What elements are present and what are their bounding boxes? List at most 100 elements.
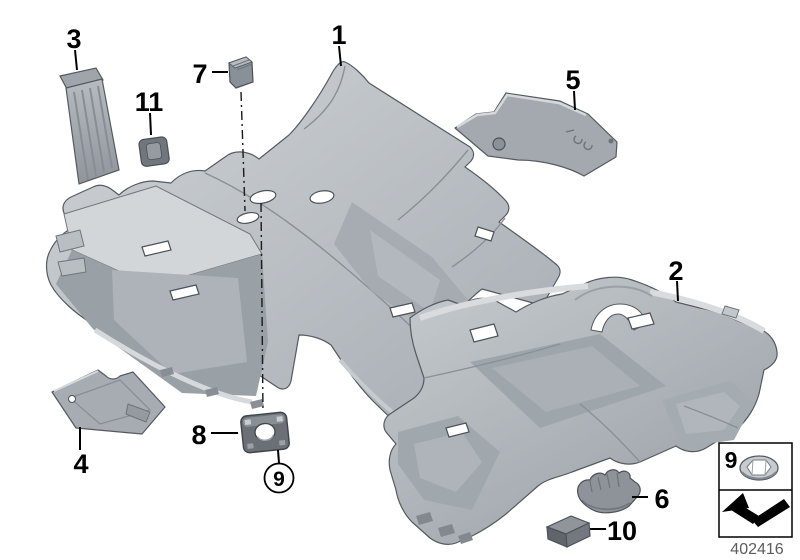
- part-2-ridge-highlight: [418, 283, 766, 334]
- callout-9-circle: [263, 462, 295, 494]
- washer-rim-shade: [741, 471, 777, 480]
- leader-1: [338, 45, 342, 67]
- callout-2[interactable]: 2: [668, 256, 683, 286]
- callout-4[interactable]: 4: [73, 449, 88, 479]
- part-3-footrest-pedal: [59, 67, 120, 185]
- part-5-emboss: [565, 129, 593, 151]
- part-1-clip-tower-b: [57, 257, 87, 277]
- part-3-ribs: [73, 85, 113, 181]
- part-6-bottom-shade: [581, 499, 631, 510]
- callout-7[interactable]: 7: [192, 59, 207, 89]
- part-5-insert-panel: [454, 92, 618, 177]
- part-2-tab: [721, 305, 740, 319]
- part-1-hole-c: [309, 190, 335, 204]
- part-5-hole: [492, 137, 506, 151]
- part-2-hole-b: [627, 312, 655, 330]
- part-2-crease: [423, 343, 739, 463]
- part-1-clip-nub-b: [205, 387, 219, 397]
- part-1-passenger-floor: [370, 230, 440, 312]
- part-7-bracket: [228, 56, 254, 89]
- callout-10[interactable]: 10: [607, 516, 637, 546]
- part-4-slot: [125, 403, 151, 423]
- part-6-body: [577, 469, 641, 514]
- part-8-grommet-plate: [240, 411, 290, 454]
- callout-3[interactable]: 3: [66, 24, 81, 54]
- part-1-clip-nub-a: [160, 367, 174, 377]
- part-1-slot-c: [474, 226, 495, 242]
- part-8-bevel: [242, 414, 285, 427]
- legend-ref-number: 9: [725, 447, 738, 473]
- part-1-clip-nub-c: [250, 399, 264, 409]
- legend-box: 9: [718, 442, 793, 538]
- part-10-side: [565, 522, 591, 548]
- part-2-clip-a: [416, 512, 433, 525]
- callout-5[interactable]: 5: [565, 65, 580, 95]
- leader-2: [676, 280, 679, 302]
- part-4-hole: [68, 395, 76, 403]
- part-4-top-highlight: [53, 370, 99, 392]
- leader-9: [277, 449, 280, 464]
- diagram-code: 402416: [730, 541, 783, 558]
- callout-labels: 1 2 3 4 5 6 7 8 10 11 9: [66, 20, 683, 546]
- part-1-clip-tower-a: [55, 229, 85, 253]
- washer-facets: [751, 459, 767, 476]
- part-8-notch-b: [276, 416, 283, 422]
- alignment-line-part8: [260, 202, 264, 413]
- part-2-slot-a: [445, 422, 470, 438]
- part-1-hole-a: [236, 212, 260, 224]
- callout-9-number: 9: [273, 468, 285, 491]
- callout-11[interactable]: 11: [135, 87, 164, 117]
- leader-3: [74, 49, 78, 71]
- part-1-hole-b: [249, 189, 277, 205]
- alignment-line-part7: [240, 91, 246, 212]
- part-10-foam-block: [545, 515, 591, 548]
- part-5-pin: [608, 138, 614, 144]
- part-11-clip: [138, 136, 170, 167]
- part-2-seat-pan-floor: [492, 346, 640, 412]
- callout-8[interactable]: 8: [191, 420, 206, 450]
- part-8-hole-shade: [256, 434, 275, 442]
- part-8-notch-c: [247, 443, 254, 449]
- part-4-body: [51, 369, 166, 435]
- alignment-lines: [240, 91, 264, 413]
- callout-1[interactable]: 1: [331, 20, 346, 50]
- part-2-hump-shade: [574, 285, 653, 301]
- callout-9-circled[interactable]: 9: [263, 462, 295, 494]
- part-6-foam-insert: [577, 469, 641, 514]
- callout-6[interactable]: 6: [654, 484, 669, 514]
- part-4-insert-panel: [51, 369, 166, 435]
- replacement-arrow-icon: [722, 493, 790, 527]
- part-8-notch-d: [278, 439, 286, 446]
- part-7-stripes: [232, 59, 253, 71]
- part-2-rear-floor-covering: [383, 276, 778, 545]
- part-11-face: [145, 142, 163, 161]
- part-1-slot-d: [389, 302, 416, 318]
- part-2-hole-a: [469, 323, 499, 343]
- part-1-crease: [204, 65, 506, 338]
- part-2-left-footwell-floor: [414, 432, 482, 492]
- part-1-slot-b: [169, 284, 200, 301]
- part-2-clip-b: [438, 524, 455, 537]
- part-1-slot-a: [141, 240, 172, 257]
- part-2-clip-c: [458, 532, 473, 544]
- speed-nut-washer-icon: [739, 455, 779, 481]
- part-1-front-floor-covering: [45, 61, 561, 441]
- legend-swap-cell[interactable]: [722, 493, 790, 527]
- part-5-top-highlight: [456, 93, 587, 129]
- legend-fastener-cell[interactable]: 9: [725, 447, 779, 481]
- arrow-band-up: [752, 499, 790, 527]
- part-1-sill-highlight: [93, 327, 253, 405]
- part-5-body: [454, 92, 618, 177]
- part-1-footwell-floor: [112, 270, 247, 374]
- part-8-notch-a: [244, 419, 252, 426]
- arrow-band-down: [731, 502, 759, 524]
- part-6-grooves: [589, 472, 620, 493]
- part-3-body: [65, 78, 120, 185]
- part-2-right-footwell-floor: [676, 392, 740, 434]
- leader-11: [149, 112, 152, 136]
- part-4-inner-line: [68, 379, 152, 425]
- part-3-cap: [59, 67, 104, 90]
- leader-5: [573, 90, 576, 111]
